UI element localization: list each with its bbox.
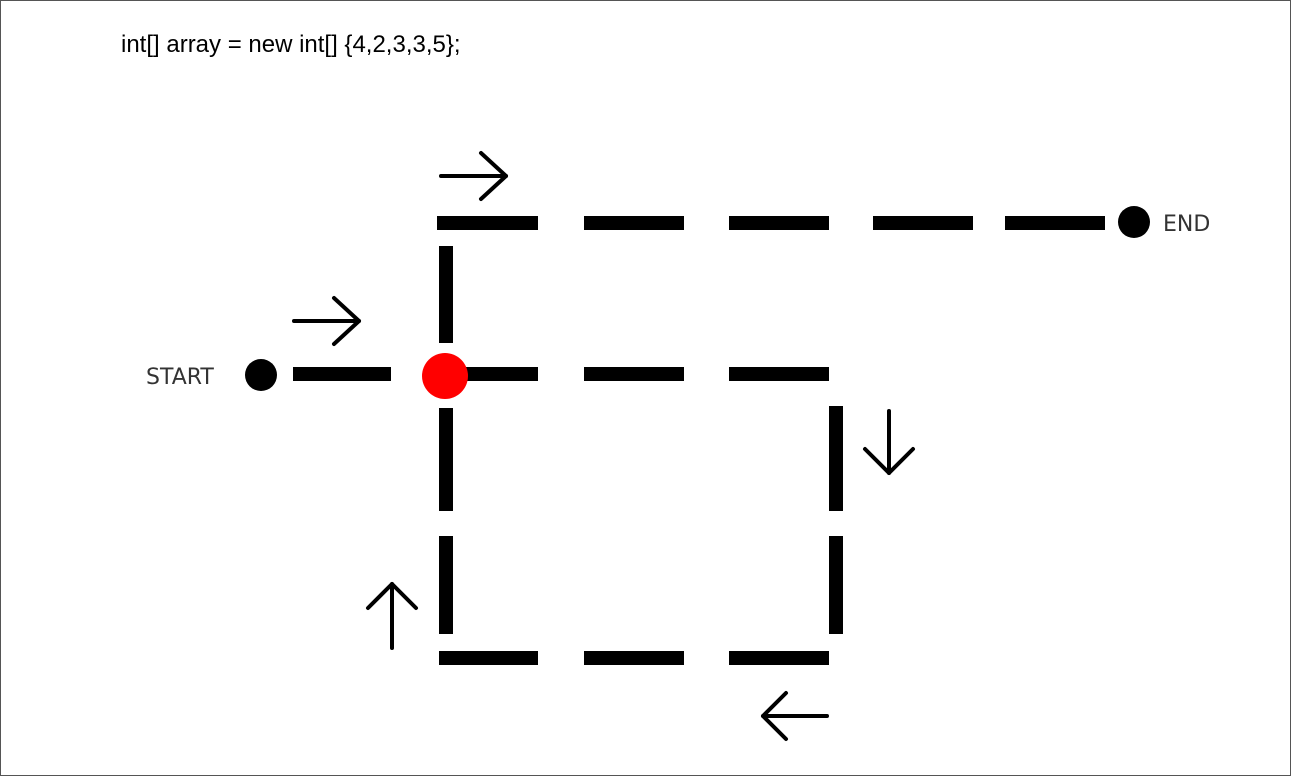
arrow-up-icon — [366, 582, 418, 650]
start-label: START — [146, 365, 214, 390]
junction-point — [422, 353, 468, 399]
end-point — [1118, 206, 1150, 238]
arrow-right-icon — [439, 151, 508, 201]
code-snippet: int[] array = new int[] {4,2,3,3,5}; — [121, 31, 461, 58]
arrow-down-icon — [863, 409, 915, 475]
arrow-right-icon — [292, 296, 361, 346]
dashed-path — [293, 216, 1105, 665]
arrow-left-icon — [761, 691, 829, 741]
end-label: END — [1163, 212, 1210, 237]
start-point — [245, 359, 277, 391]
